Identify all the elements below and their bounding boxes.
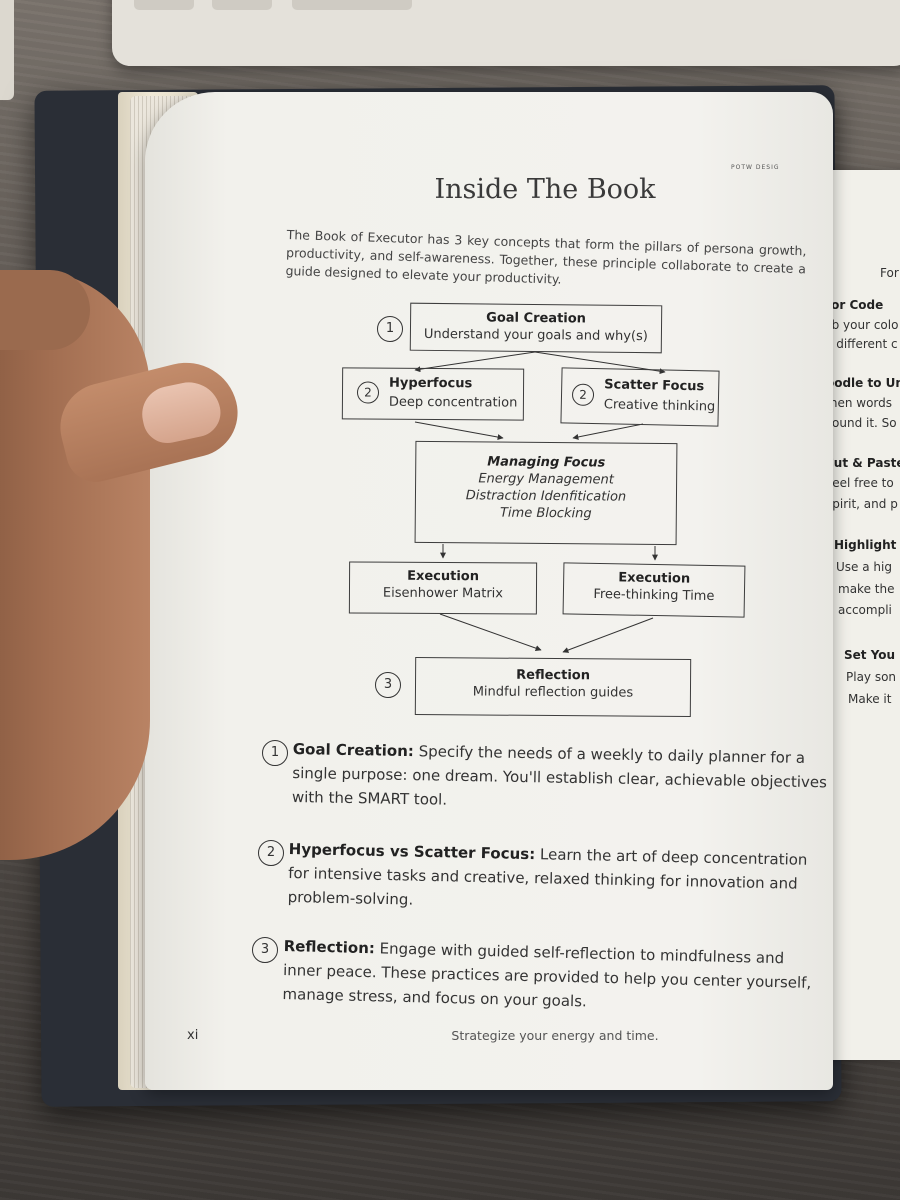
hand-finger xyxy=(0,270,90,350)
reflection-step-number: 3 xyxy=(375,672,401,698)
book-page: POTW DESIG Inside The Book The Book of E… xyxy=(145,92,833,1090)
keyboard-key xyxy=(292,0,412,10)
arrow xyxy=(572,423,644,440)
right-page-heading: Highlight xyxy=(834,538,897,552)
managing-focus-line: Energy Management xyxy=(478,471,614,488)
goal-step-number: 1 xyxy=(377,316,403,342)
right-page-line: make the xyxy=(838,582,895,596)
goal-creation-box: Goal Creation Understand your goals and … xyxy=(409,302,663,354)
flow-arrows xyxy=(414,351,666,653)
right-page-line: Use a hig xyxy=(836,560,892,574)
section-number: 3 xyxy=(252,937,278,963)
goal-creation-subtitle: Understand your goals and why(s) xyxy=(423,326,648,345)
desk-object xyxy=(0,0,14,100)
scatter-focus-box: 2 Scatter Focus Creative thinking xyxy=(560,367,720,427)
hyperfocus-title: Hyperfocus xyxy=(389,375,473,392)
page-title: Inside The Book xyxy=(434,174,656,205)
arrow xyxy=(534,351,666,375)
right-page-line: Play son xyxy=(846,670,897,684)
section-heading: Reflection: xyxy=(283,936,376,958)
section-number: 1 xyxy=(262,740,288,766)
right-page-top: For xyxy=(880,266,899,280)
reflection-subtitle: Mindful reflection guides xyxy=(472,684,634,701)
section-goal-creation: Goal Creation: Specify the needs of a we… xyxy=(292,737,833,818)
right-page-line: Make it xyxy=(848,692,892,706)
right-page-line: spirit, and p xyxy=(826,497,898,511)
arrow xyxy=(439,613,542,652)
hand-palm xyxy=(0,270,150,860)
reflection-box: Reflection Mindful reflection guides xyxy=(414,657,692,717)
right-page-heading: Set You xyxy=(844,648,896,662)
reflection-title: Reflection xyxy=(516,667,591,684)
scatter-focus-title: Scatter Focus xyxy=(604,377,705,395)
keyboard-key xyxy=(134,0,194,10)
page-number: xi xyxy=(187,1028,199,1043)
goal-creation-title: Goal Creation xyxy=(486,310,587,327)
right-page-heading: Doodle to Un xyxy=(816,376,900,390)
right-page-heading: Cut & Paste xyxy=(825,456,900,470)
right-page-line: around it. So xyxy=(820,416,897,430)
arrow xyxy=(414,351,536,373)
arrow xyxy=(562,617,654,653)
right-page-line: accompli xyxy=(838,603,892,617)
keyboard xyxy=(112,0,900,66)
right-page-line: Feel free to xyxy=(826,476,894,490)
hyperfocus-box: 2 Hyperfocus Deep concentration xyxy=(341,367,525,421)
managing-focus-line: Time Blocking xyxy=(499,505,592,522)
scatter-focus-number: 2 xyxy=(571,383,595,407)
section-reflection: Reflection: Engage with guided self-refl… xyxy=(282,934,824,1019)
keyboard-key xyxy=(212,0,272,10)
managing-focus-box: Managing Focus Energy Management Distrac… xyxy=(414,440,678,546)
page-content: POTW DESIG Inside The Book The Book of E… xyxy=(145,92,833,1090)
managing-focus-line: Distraction Idenfitication xyxy=(465,488,627,505)
execution-left-box: Execution Eisenhower Matrix xyxy=(348,561,538,615)
right-page-line: When words xyxy=(818,396,893,410)
execution-right-title: Execution xyxy=(618,570,691,587)
execution-left-title: Execution xyxy=(407,568,480,585)
hyperfocus-number: 2 xyxy=(356,381,380,404)
section-focus: Hyperfocus vs Scatter Focus: Learn the a… xyxy=(287,837,828,920)
execution-left-subtitle: Eisenhower Matrix xyxy=(382,585,504,602)
section-heading: Hyperfocus vs Scatter Focus: xyxy=(288,839,536,864)
managing-focus-title: Managing Focus xyxy=(487,454,606,471)
hyperfocus-subtitle: Deep concentration xyxy=(388,394,518,411)
section-heading: Goal Creation: xyxy=(292,739,415,761)
execution-right-subtitle: Free-thinking Time xyxy=(593,586,715,605)
scatter-focus-subtitle: Creative thinking xyxy=(603,397,716,415)
page-footer: Strategize your energy and time. xyxy=(451,1028,659,1043)
section-number: 2 xyxy=(258,840,284,866)
corner-tab: POTW DESIG xyxy=(731,164,780,171)
execution-right-box: Execution Free-thinking Time xyxy=(562,562,746,618)
arrow xyxy=(414,421,504,440)
